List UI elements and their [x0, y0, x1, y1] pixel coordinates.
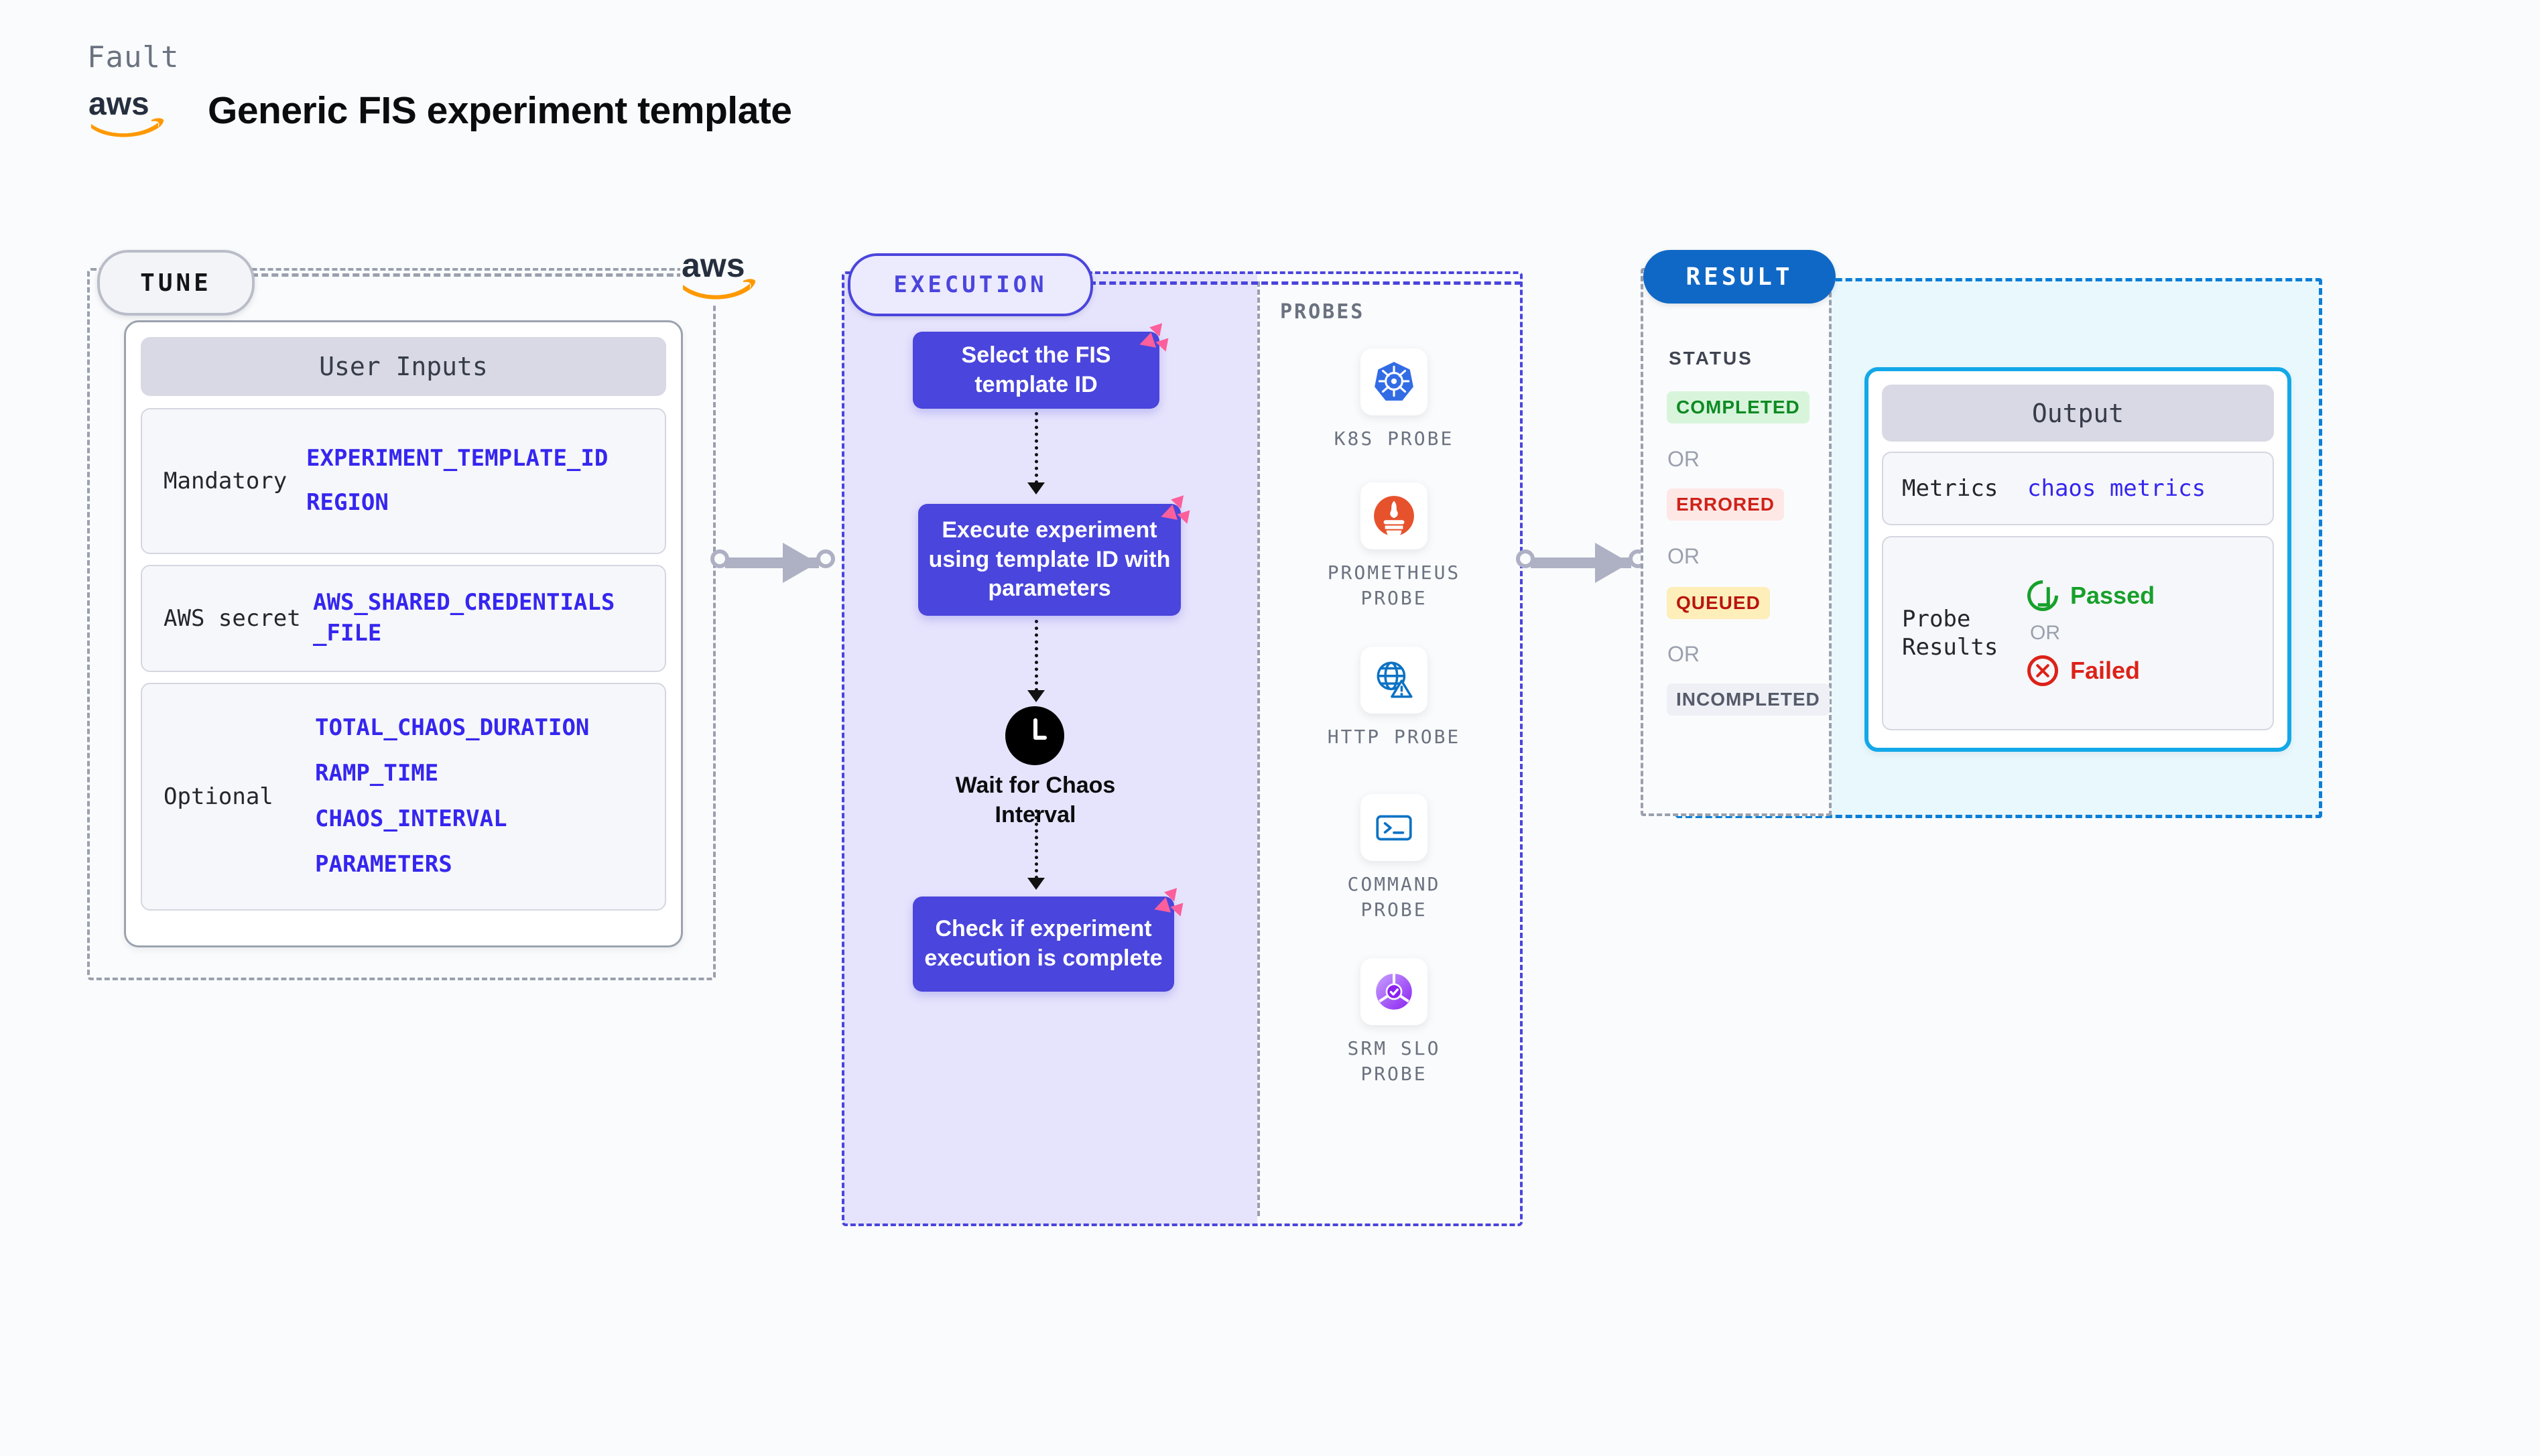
probe-label: COMMAND PROBE	[1347, 873, 1441, 921]
step-execute-experiment[interactable]: Execute experiment using template ID wit…	[918, 504, 1181, 616]
tune-row-vars: TOTAL_CHAOS_DURATION RAMP_TIME CHAOS_INT…	[315, 713, 589, 880]
tune-badge: TUNE	[97, 250, 255, 316]
tune-row-optional: Optional TOTAL_CHAOS_DURATION RAMP_TIME …	[141, 683, 666, 911]
tune-row-mandatory: Mandatory EXPERIMENT_TEMPLATE_ID REGION	[141, 408, 666, 554]
connector-arrow-execution-to-result	[1516, 543, 1657, 583]
probe-item-http[interactable]: HTTP PROBE	[1293, 647, 1495, 750]
step-select-fis-template-id[interactable]: Select the FIS template ID	[913, 332, 1159, 409]
metrics-value: chaos metrics	[2027, 475, 2206, 502]
tune-row-aws-secret: AWS secret AWS_SHARED_CREDENTIALS _FILE	[141, 565, 666, 672]
aws-logo-icon: aws	[680, 243, 757, 304]
terminal-icon	[1360, 794, 1427, 861]
probe-item-srm-slo[interactable]: SRM SLO PROBE	[1293, 958, 1495, 1087]
srm-slo-icon	[1360, 958, 1427, 1025]
probe-item-prometheus[interactable]: PROMETHEUS PROBE	[1293, 482, 1495, 611]
probe-result-passed: Passed	[2021, 574, 2155, 618]
status-badge-errored: ERRORED	[1667, 488, 1785, 521]
var-chaos-interval: CHAOS_INTERVAL	[315, 805, 507, 832]
probes-title: PROBES	[1280, 300, 1365, 324]
tune-row-vars: EXPERIMENT_TEMPLATE_ID REGION	[306, 444, 608, 519]
or-separator: OR	[1667, 544, 1700, 568]
probe-label: HTTP PROBE	[1327, 726, 1461, 748]
probes-divider	[1257, 281, 1260, 1216]
user-inputs-title: User Inputs	[141, 337, 666, 396]
execution-header-dashed-line	[1089, 281, 1521, 285]
probe-results-label: Probe Results	[1902, 605, 1998, 661]
probe-item-command[interactable]: COMMAND PROBE	[1293, 794, 1495, 923]
svg-text:aws: aws	[682, 247, 745, 284]
svg-text:aws: aws	[88, 86, 149, 122]
clock-icon	[1005, 706, 1064, 765]
probe-item-k8s[interactable]: K8S PROBE	[1293, 348, 1495, 452]
output-row-metrics: Metrics chaos metrics	[1882, 452, 2274, 525]
probe-result-failed: Failed	[2027, 655, 2155, 686]
tune-row-label: Mandatory	[164, 467, 288, 494]
kubernetes-icon	[1360, 348, 1427, 415]
output-row-probe-results: Probe Results Passed OR Failed	[1882, 536, 2274, 730]
status-badge-completed: COMPLETED	[1667, 391, 1809, 423]
page-title: Generic FIS experiment template	[208, 89, 792, 132]
execution-badge: EXECUTION	[848, 253, 1093, 316]
var-region: REGION	[306, 489, 389, 516]
probe-label: PROMETHEUS PROBE	[1327, 561, 1461, 609]
http-globe-warning-icon	[1360, 647, 1427, 714]
page-header: Fault aws Generic FIS experiment templat…	[87, 40, 792, 137]
var-total-chaos-duration: TOTAL_CHAOS_DURATION	[315, 714, 590, 742]
connector-arrow-tune-to-execution	[710, 543, 844, 583]
check-circle-icon	[2021, 574, 2065, 618]
var-ramp-time: RAMP_TIME	[315, 760, 439, 787]
x-circle-icon	[2027, 655, 2058, 686]
wait-for-chaos-interval-label: Wait for Chaos Interval	[955, 773, 1116, 828]
passed-label: Passed	[2070, 582, 2155, 609]
result-status-column	[1641, 268, 1832, 816]
failed-label: Failed	[2070, 657, 2141, 684]
tune-row-label: Optional	[164, 783, 273, 810]
eyebrow-label: Fault	[87, 40, 180, 74]
output-card: Output Metrics chaos metrics Probe Resul…	[1864, 367, 2291, 752]
status-badge-incompleted: INCOMPLETED	[1667, 683, 1830, 716]
tune-row-label: AWS secret	[164, 604, 301, 632]
tune-header-dashed-line	[251, 273, 684, 277]
result-badge: RESULT	[1643, 250, 1836, 304]
execution-panel	[842, 271, 1523, 1226]
probe-label: K8S PROBE	[1334, 427, 1454, 450]
var-aws-shared-credentials-file: AWS_SHARED_CREDENTIALS _FILE	[313, 589, 615, 647]
step-check-experiment-complete[interactable]: Check if experiment execution is complet…	[913, 897, 1174, 992]
var-experiment-template-id: EXPERIMENT_TEMPLATE_ID	[306, 445, 609, 472]
prometheus-icon	[1360, 482, 1427, 549]
or-separator: OR	[2030, 622, 2060, 644]
output-title: Output	[1882, 385, 2274, 442]
probes-background	[1257, 273, 1521, 1225]
or-separator: OR	[1667, 447, 1700, 471]
or-separator: OR	[1667, 642, 1700, 666]
user-inputs-card: User Inputs Mandatory EXPERIMENT_TEMPLAT…	[124, 320, 683, 947]
var-parameters: PARAMETERS	[315, 850, 452, 878]
status-title: STATUS	[1669, 348, 1753, 369]
aws-logo-icon: aws	[87, 84, 168, 137]
probe-label: SRM SLO PROBE	[1347, 1037, 1441, 1085]
metrics-label: Metrics	[1902, 474, 1998, 502]
status-badge-queued: QUEUED	[1667, 587, 1770, 619]
